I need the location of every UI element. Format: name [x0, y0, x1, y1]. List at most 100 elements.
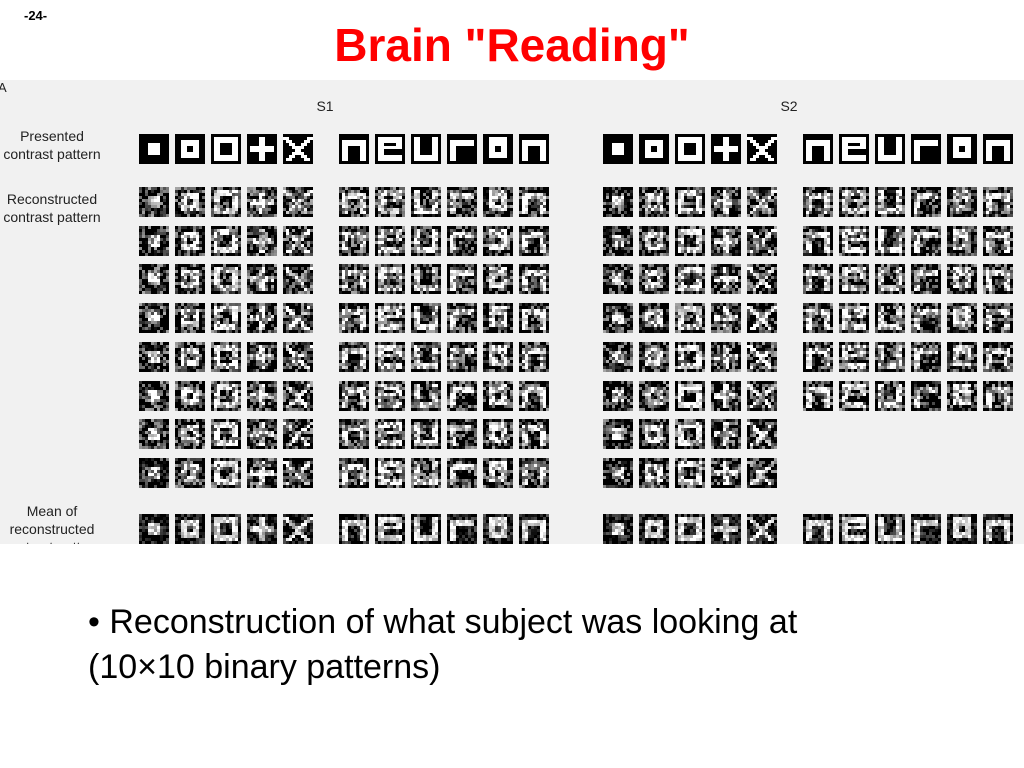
reconstructed-s1-x-tile	[283, 458, 313, 488]
subject-label-s1: S1	[316, 98, 333, 114]
reconstructed-s2-square-tile	[603, 303, 633, 333]
reconstructed-s2-x-tile	[747, 458, 777, 488]
reconstructed-s2-small-frame-tile	[639, 381, 669, 411]
presented-s1-r-tile	[447, 134, 477, 164]
reconstructed-s2-x-tile	[747, 381, 777, 411]
reconstructed-s1-large-frame-tile	[211, 264, 241, 294]
mean-s1-square-tile	[139, 514, 169, 544]
reconstructed-s2-x-tile	[747, 264, 777, 294]
presented-s2-n-tile	[983, 134, 1013, 164]
mean-s1-n-tile	[339, 514, 369, 544]
presented-s1-e-tile	[375, 134, 405, 164]
reconstructed-s1-square-tile	[139, 458, 169, 488]
reconstructed-s2-r-tile	[911, 226, 941, 256]
reconstructed-s2-r-tile	[911, 381, 941, 411]
presented-s2-u-tile	[875, 134, 905, 164]
reconstructed-s2-n-tile	[803, 342, 833, 372]
reconstructed-s1-n-tile	[339, 342, 369, 372]
reconstructed-s2-square-tile	[603, 226, 633, 256]
presented-s2-x-tile	[747, 134, 777, 164]
reconstructed-s1-small-frame-tile	[175, 187, 205, 217]
reconstructed-s2-plus-tile	[711, 458, 741, 488]
reconstructed-s2-o-tile	[947, 264, 977, 294]
reconstructed-s2-u-tile	[875, 226, 905, 256]
reconstructed-s2-e-tile	[839, 264, 869, 294]
reconstructed-s1-u-tile	[411, 458, 441, 488]
reconstructed-s1-u-tile	[411, 264, 441, 294]
mean-s1-u-tile	[411, 514, 441, 544]
reconstructed-s2-r-tile	[911, 342, 941, 372]
bullet-line-2: (10×10 binary patterns)	[88, 648, 441, 686]
reconstructed-s2-o-tile	[947, 226, 977, 256]
reconstructed-s1-large-frame-tile	[211, 458, 241, 488]
reconstructed-s2-n-tile	[983, 381, 1013, 411]
presented-s2-small-frame-tile	[639, 134, 669, 164]
reconstructed-s1-square-tile	[139, 419, 169, 449]
reconstructed-s2-o-tile	[947, 342, 977, 372]
reconstructed-s2-u-tile	[875, 264, 905, 294]
reconstructed-s1-e-tile	[375, 187, 405, 217]
reconstructed-s1-r-tile	[447, 342, 477, 372]
reconstructed-s2-small-frame-tile	[639, 419, 669, 449]
reconstructed-s1-square-tile	[139, 342, 169, 372]
reconstructed-s1-r-tile	[447, 419, 477, 449]
presented-s1-plus-tile	[247, 134, 277, 164]
reconstructed-s2-r-tile	[911, 187, 941, 217]
reconstructed-s1-n-tile	[519, 458, 549, 488]
reconstructed-s2-o-tile	[947, 303, 977, 333]
reconstructed-s1-small-frame-tile	[175, 381, 205, 411]
reconstructed-s2-square-tile	[603, 264, 633, 294]
mean-s2-plus-tile	[711, 514, 741, 544]
presented-s1-large-frame-tile	[211, 134, 241, 164]
reconstructed-s1-u-tile	[411, 226, 441, 256]
presented-s2-large-frame-tile	[675, 134, 705, 164]
row-label-presented: Presented	[20, 128, 84, 144]
reconstructed-s1-plus-tile	[247, 264, 277, 294]
reconstructed-s1-n-tile	[339, 226, 369, 256]
mean-s2-small-frame-tile	[639, 514, 669, 544]
slide-title: Brain "Reading"	[334, 19, 690, 71]
presented-s1-small-frame-tile	[175, 134, 205, 164]
reconstructed-s1-n-tile	[519, 226, 549, 256]
reconstructed-s1-u-tile	[411, 419, 441, 449]
reconstructed-s2-square-tile	[603, 419, 633, 449]
reconstructed-s2-u-tile	[875, 342, 905, 372]
row-label-mean: reconstructed	[10, 521, 95, 537]
reconstructed-s1-o-tile	[483, 264, 513, 294]
reconstructed-s1-e-tile	[375, 419, 405, 449]
reconstructed-s2-e-tile	[839, 342, 869, 372]
reconstructed-s1-square-tile	[139, 187, 169, 217]
reconstructed-s2-e-tile	[839, 187, 869, 217]
mean-s2-x-tile	[747, 514, 777, 544]
reconstructed-s1-square-tile	[139, 303, 169, 333]
reconstructed-s2-large-frame-tile	[675, 381, 705, 411]
reconstructed-s2-n-tile	[983, 342, 1013, 372]
reconstructed-s1-square-tile	[139, 381, 169, 411]
bullet-line-1: • Reconstruction of what subject was loo…	[88, 603, 798, 641]
presented-s2-r-tile	[911, 134, 941, 164]
reconstructed-s2-u-tile	[875, 187, 905, 217]
reconstructed-s2-r-tile	[911, 303, 941, 333]
presented-s2-n-tile	[803, 134, 833, 164]
slide-number: -24-	[24, 8, 48, 23]
reconstructed-s1-o-tile	[483, 419, 513, 449]
reconstructed-s1-x-tile	[283, 342, 313, 372]
reconstructed-s1-x-tile	[283, 187, 313, 217]
reconstructed-s1-x-tile	[283, 381, 313, 411]
presented-s2-plus-tile	[711, 134, 741, 164]
presented-s1-n-tile	[339, 134, 369, 164]
reconstructed-s2-small-frame-tile	[639, 342, 669, 372]
reconstructed-s1-plus-tile	[247, 342, 277, 372]
reconstructed-s1-n-tile	[519, 342, 549, 372]
row-label-presented: contrast pattern	[3, 146, 100, 162]
reconstructed-s2-n-tile	[983, 187, 1013, 217]
reconstructed-s1-r-tile	[447, 226, 477, 256]
reconstructed-s2-n-tile	[803, 187, 833, 217]
presented-s1-o-tile	[483, 134, 513, 164]
reconstructed-s2-plus-tile	[711, 226, 741, 256]
reconstructed-s2-small-frame-tile	[639, 187, 669, 217]
mean-s1-large-frame-tile	[211, 514, 241, 544]
reconstructed-s1-n-tile	[339, 264, 369, 294]
reconstructed-s1-o-tile	[483, 342, 513, 372]
